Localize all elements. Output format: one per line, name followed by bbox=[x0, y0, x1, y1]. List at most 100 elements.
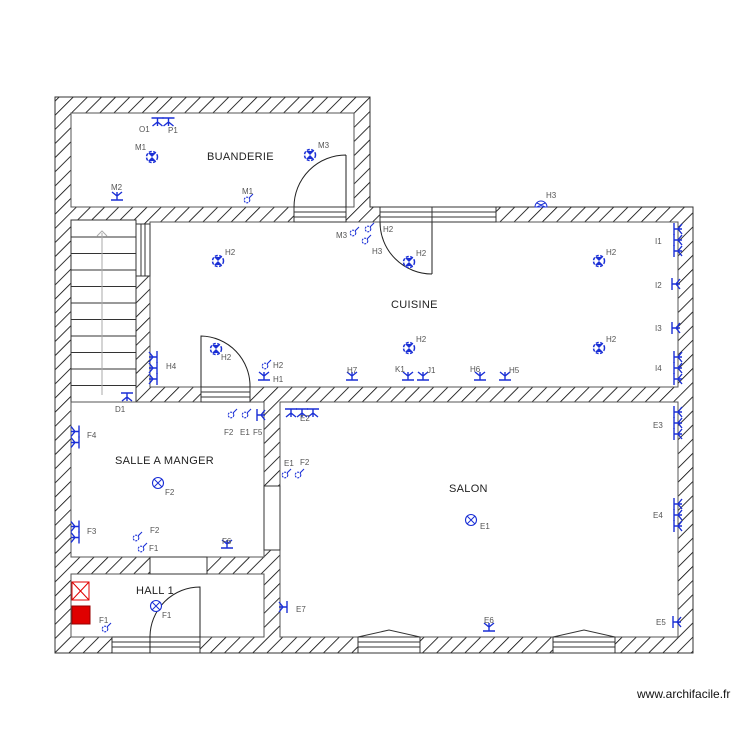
switch-icon bbox=[261, 359, 272, 370]
outlet-icon bbox=[671, 322, 681, 334]
outlet-icon bbox=[672, 616, 682, 628]
light-icon bbox=[209, 342, 223, 356]
outlet-icon bbox=[111, 191, 123, 201]
symbol-label: H1 bbox=[273, 375, 284, 384]
electrical-symbols bbox=[70, 117, 683, 633]
light-icon bbox=[402, 341, 416, 355]
symbol-label: E7 bbox=[296, 605, 306, 614]
symbol-label: H2 bbox=[225, 248, 236, 257]
switch-icon bbox=[361, 234, 372, 245]
symbol-label: M1 bbox=[135, 143, 147, 152]
symbol-label: K1 bbox=[395, 365, 405, 374]
room-salon bbox=[279, 401, 679, 638]
symbol-label: E1 bbox=[284, 459, 294, 468]
symbol-label: I2 bbox=[655, 281, 662, 290]
symbol-label: H2 bbox=[416, 335, 427, 344]
outlet-icon bbox=[346, 371, 358, 381]
light-cross-icon bbox=[151, 476, 165, 490]
symbol-label: F6 bbox=[222, 537, 232, 546]
ceiling-half-light-icon bbox=[534, 200, 548, 208]
symbol-label: M3 bbox=[336, 231, 348, 240]
symbol-label: H3 bbox=[372, 247, 383, 256]
walls bbox=[54, 96, 694, 654]
outlet-double-icon bbox=[151, 117, 175, 127]
symbol-label: H2 bbox=[416, 249, 427, 258]
outlet-triple-icon bbox=[673, 498, 683, 532]
switch-icon bbox=[132, 531, 143, 542]
outlet-triple-icon bbox=[673, 406, 683, 440]
outlet-icon bbox=[483, 622, 495, 632]
electrical-panel bbox=[71, 581, 91, 625]
symbol-label: E1 bbox=[240, 428, 250, 437]
outlet-icon bbox=[256, 409, 266, 421]
symbol-label: E4 bbox=[653, 511, 663, 520]
staircase bbox=[70, 219, 137, 403]
light-icon bbox=[211, 254, 225, 268]
room-label-hall: HALL 1 bbox=[136, 585, 174, 597]
room-label-salon: SALON bbox=[449, 483, 488, 495]
stair-steps bbox=[71, 230, 136, 395]
switch-icon bbox=[101, 622, 112, 633]
symbol-label: F1 bbox=[99, 616, 109, 625]
symbol-label: F2 bbox=[224, 428, 234, 437]
symbol-label: F4 bbox=[87, 431, 97, 440]
symbol-label: H3 bbox=[546, 191, 557, 200]
outlet-icon bbox=[121, 392, 133, 402]
symbol-label: E3 bbox=[653, 421, 663, 430]
symbol-label: H2 bbox=[221, 353, 232, 362]
switch-icon bbox=[227, 408, 238, 419]
symbol-label: E2 bbox=[300, 414, 310, 423]
switch-icon bbox=[241, 408, 252, 419]
symbol-label: F1 bbox=[162, 611, 172, 620]
outlet-icon bbox=[402, 371, 414, 381]
light-icon bbox=[592, 341, 606, 355]
symbol-label: P1 bbox=[168, 126, 178, 135]
opening bbox=[263, 485, 281, 551]
room-salle-a-manger bbox=[70, 401, 265, 558]
symbol-label: E6 bbox=[484, 616, 494, 625]
switch-icon bbox=[243, 193, 254, 204]
symbol-label: H2 bbox=[606, 248, 617, 257]
symbol-label: F3 bbox=[87, 527, 97, 536]
symbol-label: H2 bbox=[273, 361, 284, 370]
switch-icon bbox=[137, 542, 148, 553]
symbol-label: F2 bbox=[150, 526, 160, 535]
symbol-label: F2 bbox=[300, 458, 310, 467]
outlet-icon bbox=[417, 371, 429, 381]
symbol-label: H2 bbox=[383, 225, 394, 234]
outlet-icon bbox=[258, 371, 270, 381]
doors-windows bbox=[111, 154, 616, 654]
outlet-double-icon bbox=[70, 520, 80, 544]
light-cross-icon bbox=[464, 513, 478, 527]
room-label-cuisine: CUISINE bbox=[391, 299, 438, 311]
symbol-label: O1 bbox=[139, 125, 150, 134]
outlet-triple-icon bbox=[148, 351, 158, 385]
symbol-label: H4 bbox=[166, 362, 177, 371]
room-hall bbox=[70, 573, 265, 638]
room-label-salle-a-manger: SALLE A MANGER bbox=[115, 455, 214, 467]
symbol-label: F1 bbox=[149, 544, 159, 553]
symbol-label: H6 bbox=[470, 365, 481, 374]
outlet-icon bbox=[474, 371, 486, 381]
symbol-label: I3 bbox=[655, 324, 662, 333]
switch-icon bbox=[281, 468, 292, 479]
symbol-label: F2 bbox=[165, 488, 175, 497]
symbol-label: E5 bbox=[656, 618, 666, 627]
symbol-label: M3 bbox=[318, 141, 330, 150]
outlet-triple-icon bbox=[673, 351, 683, 385]
outlet-icon bbox=[499, 371, 511, 381]
outlet-icon bbox=[671, 278, 681, 290]
opening bbox=[149, 556, 208, 575]
light-cross-icon bbox=[149, 599, 163, 613]
outlet-triple-icon bbox=[285, 408, 319, 418]
symbol-label: I1 bbox=[655, 237, 662, 246]
room-label-buanderie: BUANDERIE bbox=[207, 151, 274, 163]
symbol-label: M1 bbox=[242, 187, 254, 196]
symbol-label: H5 bbox=[509, 366, 520, 375]
light-icon bbox=[303, 148, 317, 162]
outlet-triple-icon bbox=[673, 223, 683, 257]
outlet-icon bbox=[278, 601, 288, 613]
symbol-label: H2 bbox=[606, 335, 617, 344]
switch-icon bbox=[294, 468, 305, 479]
